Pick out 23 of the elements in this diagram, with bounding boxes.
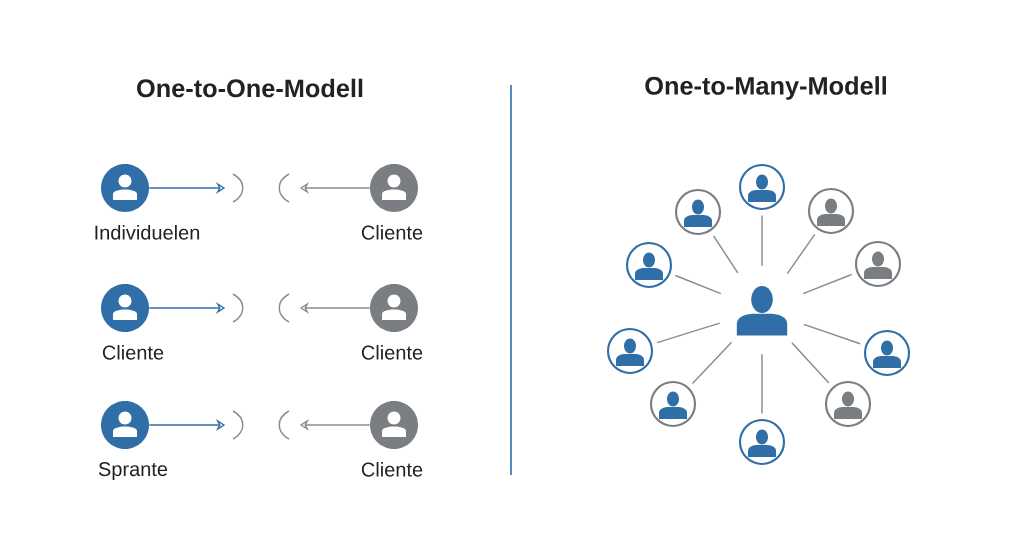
person-icon: [736, 285, 788, 336]
person-icon: [807, 187, 855, 235]
connector-line: [761, 353, 763, 415]
connector-line: [786, 233, 816, 275]
connector-line: [791, 341, 830, 384]
connector-line: [802, 273, 853, 295]
person-icon: [738, 418, 786, 466]
person-icon: [606, 327, 654, 375]
person-icon: [649, 380, 697, 428]
connector-line: [691, 341, 733, 385]
heading: One-to-One-Modell: [137, 78, 363, 98]
person-icon: [854, 240, 902, 288]
connector-line: [803, 323, 861, 345]
person-icon: [863, 329, 911, 377]
connector-line: [674, 274, 722, 295]
heading: One-to-Many-Modell: [645, 76, 886, 100]
connector-line: [656, 322, 721, 344]
person-icon: [674, 188, 722, 236]
connector-line: [761, 214, 763, 267]
connector-line: [712, 235, 739, 274]
person-icon: [738, 163, 786, 211]
person-icon: [824, 380, 872, 428]
person-icon: [625, 241, 673, 289]
